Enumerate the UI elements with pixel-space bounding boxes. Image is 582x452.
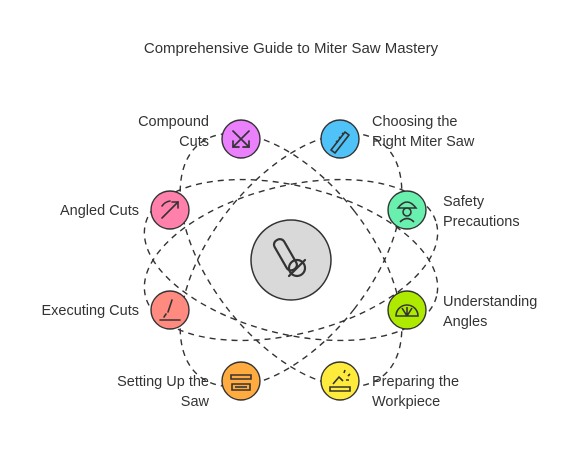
node-choosing-saw[interactable] — [320, 119, 360, 159]
label-angles: Understanding Angles — [443, 294, 538, 330]
label-choosing-saw: Choosing the Right Miter Saw — [372, 114, 475, 150]
node-angled[interactable] — [150, 190, 190, 230]
orbit-ellipse-3 — [143, 178, 439, 342]
angle-arrow-icon — [161, 200, 179, 219]
diagram-title: Comprehensive Guide to Miter Saw Mastery — [143, 40, 439, 57]
node-workpiece[interactable] — [320, 361, 360, 401]
miter-saw-icon — [272, 238, 307, 278]
node-safety[interactable] — [387, 190, 427, 230]
label-compound-cuts: Compound Cuts — [138, 114, 209, 150]
node-angles[interactable] — [387, 290, 427, 330]
diagonal-arrows-icon — [232, 130, 250, 148]
orbit-ellipse-1 — [179, 132, 403, 388]
hard-hat-worker-icon — [396, 201, 418, 223]
node-compound-cuts[interactable] — [221, 119, 261, 159]
center-node — [250, 219, 332, 301]
label-workpiece: Preparing the Workpiece — [372, 374, 460, 410]
workbench-icon — [230, 374, 252, 391]
orbit-ellipse-2 — [179, 132, 403, 388]
saw-blade-icon — [330, 131, 350, 154]
label-angled-cuts: Angled Cuts — [60, 203, 139, 219]
protractor-icon — [395, 304, 419, 317]
sanding-icon — [329, 369, 351, 392]
node-setup[interactable] — [221, 361, 261, 401]
label-safety: Safety Precautions — [443, 194, 520, 230]
label-executing: Executing Cuts — [41, 303, 139, 319]
node-executing[interactable] — [150, 290, 190, 330]
label-setup: Setting Up the Saw — [117, 374, 209, 410]
cutting-icon — [159, 299, 181, 321]
orbit-ellipse-4 — [143, 178, 439, 342]
